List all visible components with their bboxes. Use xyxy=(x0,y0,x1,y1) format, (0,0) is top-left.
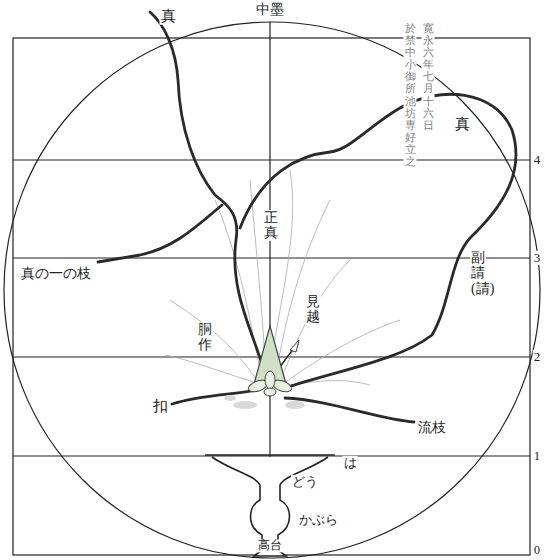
vase-part: かぶら xyxy=(298,513,339,527)
part-name: 胴作 xyxy=(197,322,213,353)
flower xyxy=(247,371,293,396)
part-name: 副請(請) xyxy=(470,250,486,296)
handwritten-note: 於禁中小御所池坊専好立之 xyxy=(404,22,417,167)
soe-uke-branch xyxy=(240,94,516,388)
scale-number: 0 xyxy=(533,544,541,557)
grid-frame xyxy=(13,38,530,555)
part-name: 正真 xyxy=(263,210,279,241)
scale-number: 3 xyxy=(533,251,542,265)
handwritten-note: 寛永六年七月十六日 xyxy=(422,22,435,131)
shin-first-branch xyxy=(98,205,222,262)
vase-part: 高台 xyxy=(257,539,283,552)
moss xyxy=(224,395,305,409)
part-name: 真 xyxy=(454,116,471,133)
part-name: 見越 xyxy=(305,294,321,325)
nagashi-branch xyxy=(285,398,414,422)
grid-line xyxy=(13,257,530,258)
part-name: 流枝 xyxy=(417,420,447,435)
scale-number: 2 xyxy=(533,350,542,364)
mikoshi-leaf xyxy=(290,340,299,352)
part-name: 扣 xyxy=(152,398,169,415)
grasses xyxy=(165,170,400,386)
grid-line xyxy=(13,455,530,456)
grid-line xyxy=(13,159,530,160)
part-name: 真 xyxy=(160,8,177,25)
scale-number: 4 xyxy=(533,153,542,167)
part-name: 真の一の枝 xyxy=(20,266,92,281)
vase-part: は xyxy=(343,456,358,470)
vase-part: どう xyxy=(291,475,319,489)
guide-circle xyxy=(4,22,540,558)
datum-label: 中墨 xyxy=(255,2,285,17)
vase xyxy=(205,455,335,556)
scale-number: 1 xyxy=(533,449,542,463)
